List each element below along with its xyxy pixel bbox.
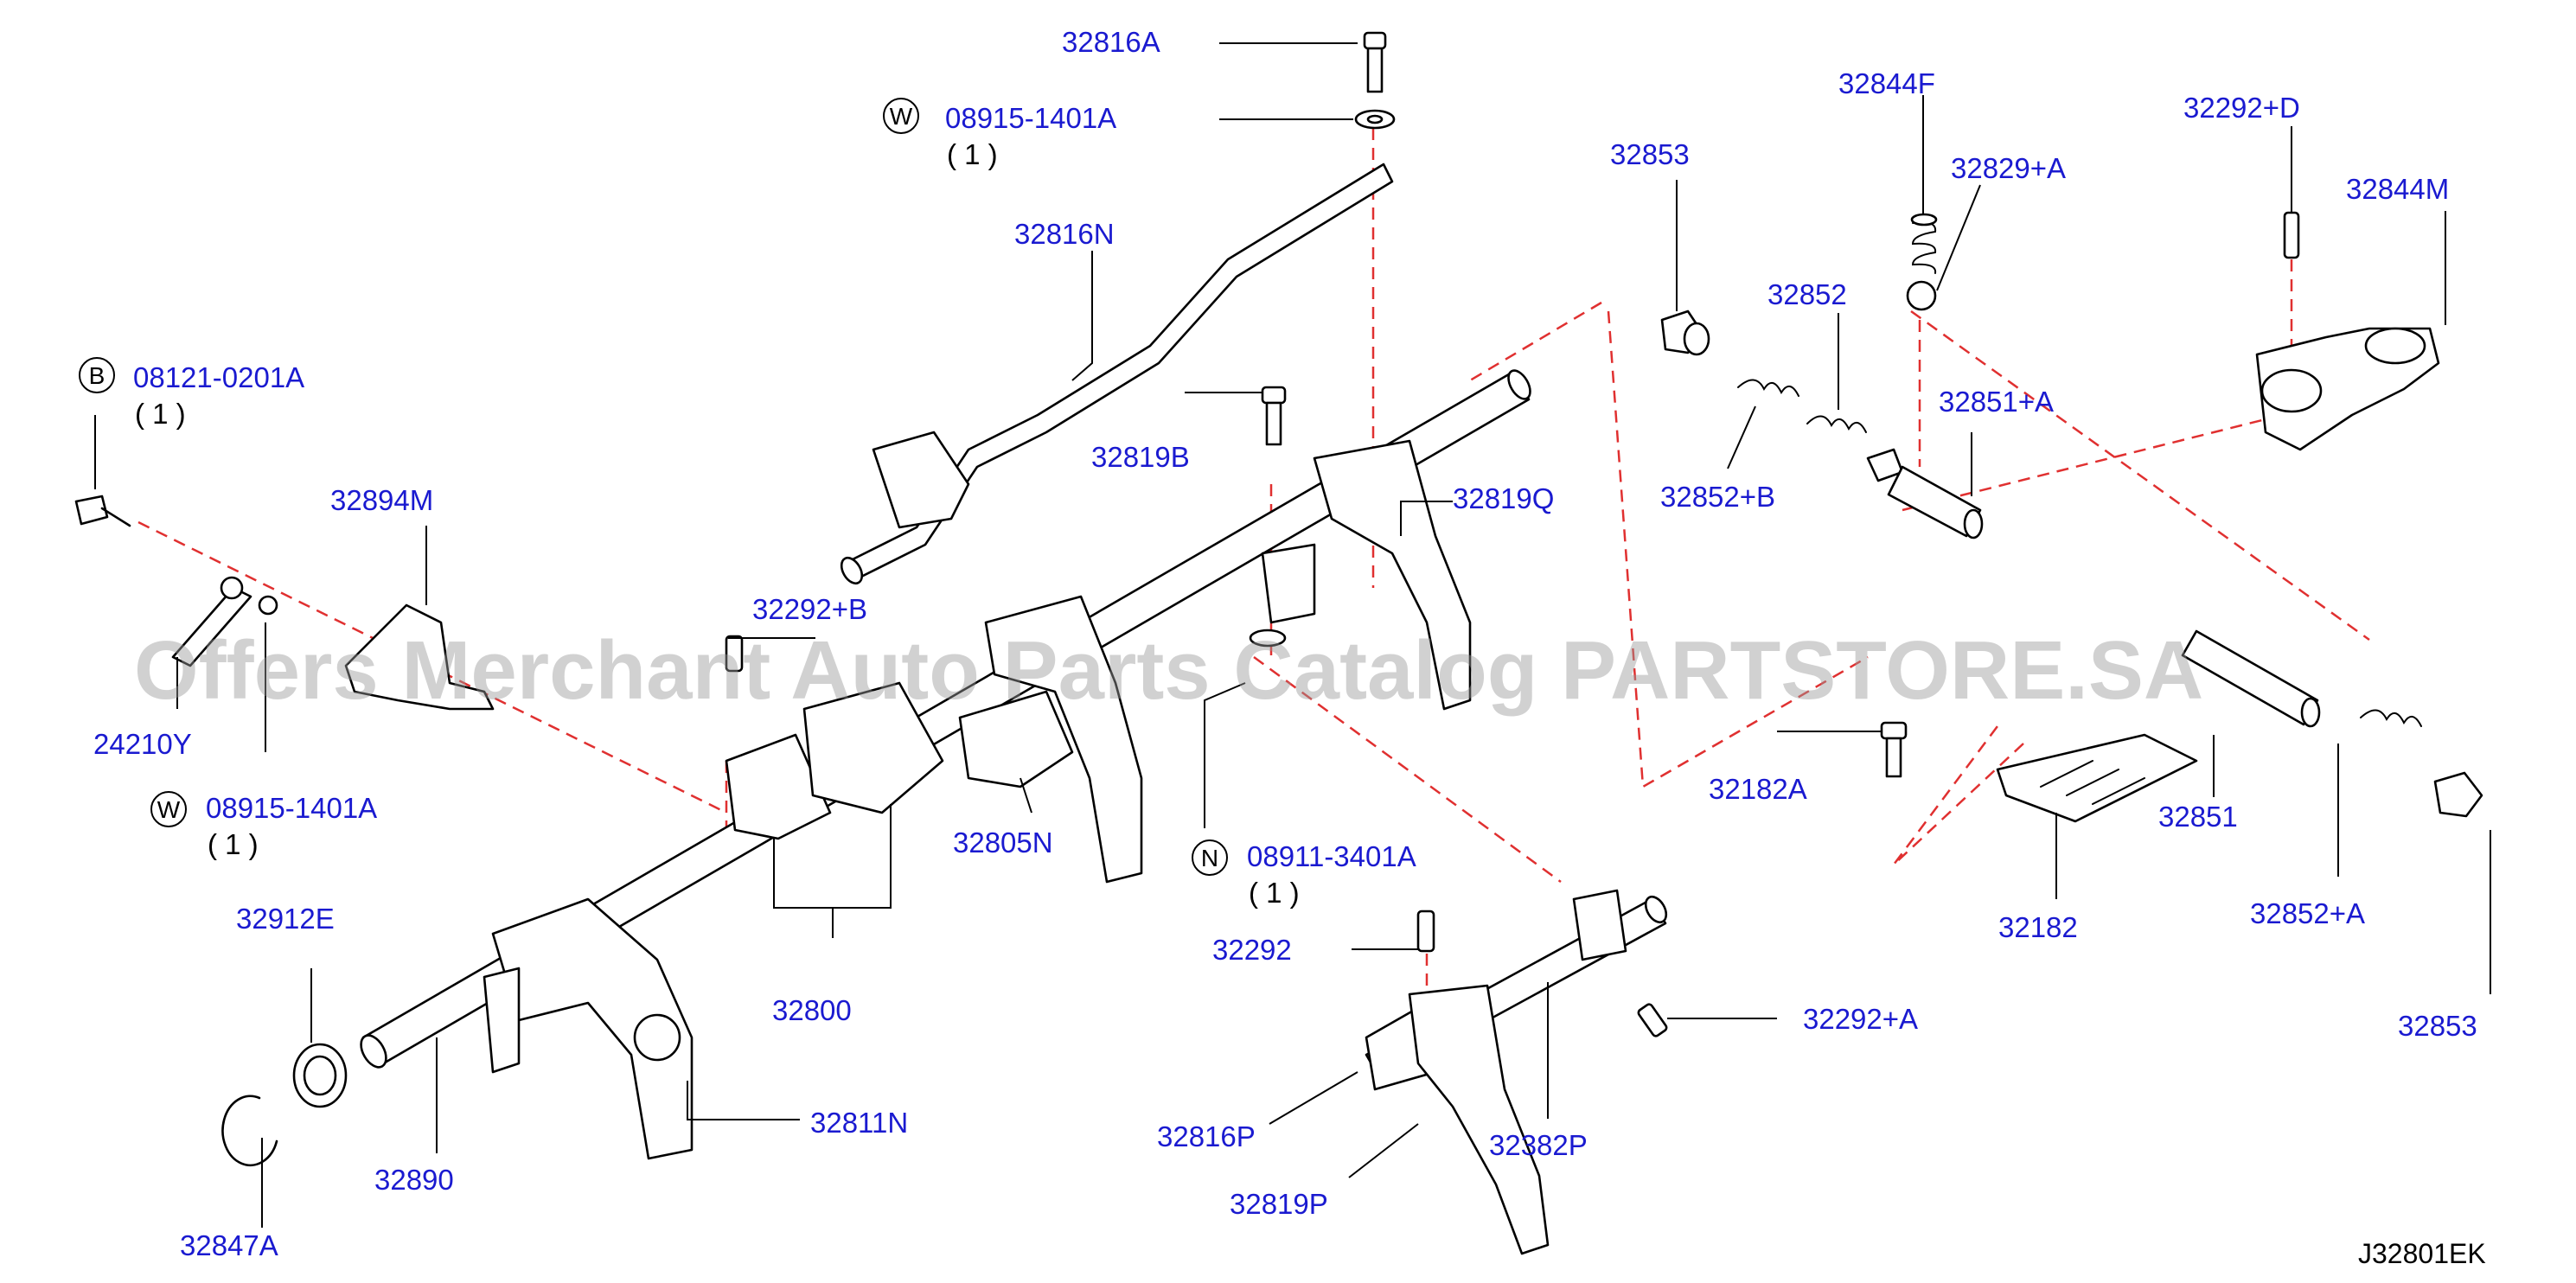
shift-lever-32894M [344, 603, 495, 711]
label-32890[interactable]: 32890 [374, 1164, 454, 1196]
bracket-24210Y [171, 576, 278, 667]
label-32182A[interactable]: 32182A [1709, 773, 1807, 805]
label-32844M[interactable]: 32844M [2346, 173, 2449, 205]
bracket-32800 [725, 681, 1074, 840]
label-32805N[interactable]: 32805N [953, 827, 1053, 859]
qty-08911-3401A: ( 1 ) [1249, 877, 1300, 909]
label-08915-1401A-bottom[interactable]: 08915-1401A [206, 792, 377, 824]
label-32819P[interactable]: 32819P [1230, 1188, 1328, 1220]
leader-lines [94, 42, 2491, 1228]
pin-32292 [1416, 910, 1435, 953]
label-32382P[interactable]: 32382P [1489, 1129, 1588, 1161]
label-32852[interactable]: 32852 [1767, 278, 1847, 310]
label-32182[interactable]: 32182 [1998, 911, 2078, 943]
ball-32829-A [1906, 280, 1937, 311]
badge-b-letter: B [89, 362, 105, 389]
label-32292[interactable]: 32292 [1212, 934, 1292, 966]
label-32894M[interactable]: 32894M [330, 484, 433, 516]
part-labels: 32816A 08915-1401A ( 1 ) 32816N 08121-02… [93, 26, 2477, 1261]
plate-32182 [1996, 733, 2198, 823]
spring-32844F [1910, 213, 1938, 274]
badge-w-top [883, 98, 919, 134]
plug-32853-right [2433, 771, 2483, 818]
bolt-32819B [1261, 386, 1287, 446]
qty-08915-1401A-top: ( 1 ) [947, 138, 998, 170]
shift-fork-32819Q [1261, 439, 1472, 711]
label-32847A[interactable]: 32847A [180, 1229, 278, 1261]
washer-08915-1401A-top [1354, 109, 1396, 130]
label-32852-B[interactable]: 32852+B [1660, 481, 1775, 513]
label-32853-right[interactable]: 32853 [2398, 1010, 2477, 1042]
shift-rod-32382P [1365, 889, 1668, 1091]
label-32844F[interactable]: 32844F [1838, 67, 1935, 99]
bolt-32182A [1880, 721, 1908, 778]
label-08121-0201A[interactable]: 08121-0201A [133, 361, 304, 393]
spring-32852-B [1737, 379, 1799, 397]
plug-32853-top [1660, 310, 1710, 356]
watermark: Offers Merchant Auto Parts Catalog PARTS… [134, 624, 2203, 717]
shift-fork-32811N [483, 897, 694, 1160]
pin-32292-A [1637, 1003, 1668, 1037]
bolt-08121-0201A [74, 495, 131, 527]
washer-08911-3401A [1249, 629, 1287, 648]
snap-ring-32847A [221, 1095, 278, 1167]
shift-fork-32805N [984, 595, 1143, 884]
label-32292-D[interactable]: 32292+D [2183, 92, 2300, 124]
pin-32292-B [725, 635, 744, 673]
label-32829-A[interactable]: 32829+A [1951, 152, 2066, 184]
label-32292-B[interactable]: 32292+B [752, 593, 867, 625]
badge-w-bottom-letter: W [157, 796, 181, 823]
badge-w-top-letter: W [890, 103, 913, 130]
pin-32292-D [2283, 211, 2300, 259]
diagram-code: J32801EK [2358, 1238, 2486, 1269]
label-32912E[interactable]: 32912E [236, 903, 335, 935]
seal-32912E [292, 1043, 348, 1108]
label-32800[interactable]: 32800 [772, 994, 852, 1026]
label-32852-A[interactable]: 32852+A [2250, 897, 2365, 929]
label-32292-A[interactable]: 32292+A [1803, 1003, 1918, 1035]
detent-32851-A [1866, 448, 1984, 539]
badge-b [79, 357, 115, 393]
label-32816P[interactable]: 32816P [1157, 1120, 1256, 1152]
badge-n-letter: N [1201, 845, 1218, 871]
shift-rod-32816N [840, 163, 1394, 585]
rod-32851 [2181, 629, 2321, 728]
label-08915-1401A-top[interactable]: 08915-1401A [945, 102, 1116, 134]
badges: W B W N [79, 98, 1228, 876]
badge-n [1192, 839, 1228, 876]
spring-32852 [1806, 415, 1867, 433]
main-shift-rod-32890 [360, 369, 1531, 1069]
label-32851[interactable]: 32851 [2158, 801, 2238, 833]
label-32819B[interactable]: 32819B [1091, 441, 1190, 473]
label-32853-top[interactable]: 32853 [1610, 138, 1690, 170]
label-32819Q[interactable]: 32819Q [1453, 482, 1554, 514]
lever-32844M [2255, 327, 2440, 451]
label-24210Y[interactable]: 24210Y [93, 728, 192, 760]
bolt-32816A [1363, 31, 1387, 93]
qty-08121-0201A: ( 1 ) [135, 398, 186, 430]
badge-w-bottom [150, 791, 187, 827]
qty-08915-1401A-bottom: ( 1 ) [208, 828, 259, 860]
shift-fork-32819P [1408, 984, 1550, 1255]
label-32816N[interactable]: 32816N [1014, 218, 1115, 250]
label-08911-3401A[interactable]: 08911-3401A [1247, 840, 1416, 872]
label-32816A[interactable]: 32816A [1062, 26, 1160, 58]
spring-32852-A [2360, 709, 2422, 727]
label-32811N[interactable]: 32811N [810, 1107, 908, 1139]
label-32851-A[interactable]: 32851+A [1939, 386, 2054, 418]
